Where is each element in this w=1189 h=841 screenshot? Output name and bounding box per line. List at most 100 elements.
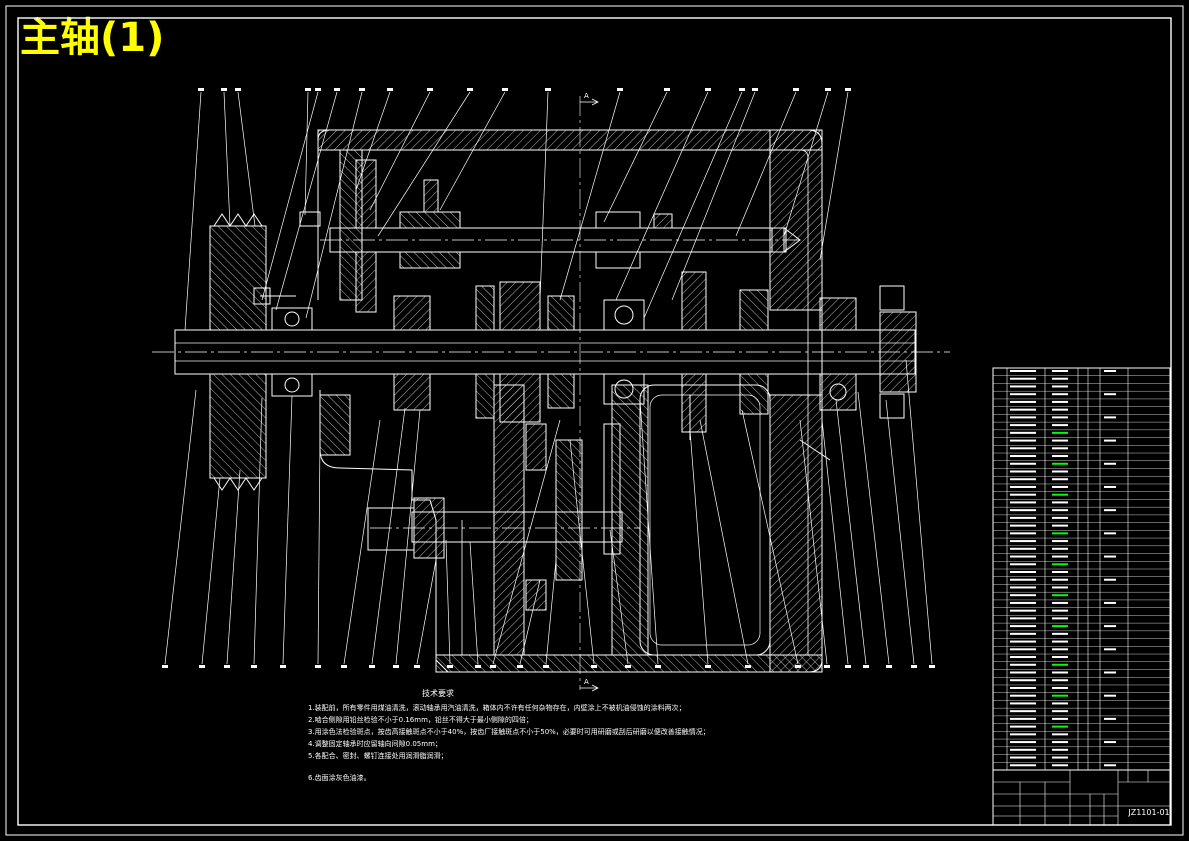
balloon-tick <box>414 665 420 668</box>
parts-row-mark <box>1052 524 1068 527</box>
balloon-tick <box>369 665 375 668</box>
parts-row-mark <box>1052 578 1068 581</box>
parts-row-mark <box>1052 640 1068 643</box>
parts-row-mark <box>1104 741 1116 744</box>
inner-border <box>17 17 1172 826</box>
housing-wall-right <box>769 129 823 311</box>
parts-row-mark <box>1104 509 1116 512</box>
parts-row-mark <box>1052 393 1068 396</box>
parts-row-mark <box>1010 640 1036 643</box>
balloon-tick <box>625 665 631 668</box>
parts-row-mark <box>1052 532 1068 535</box>
parts-row-mark <box>1052 756 1068 759</box>
balloon-tick <box>198 88 204 91</box>
parts-row-mark <box>1010 555 1036 558</box>
parts-row-mark <box>1052 540 1068 543</box>
parts-row-mark <box>1010 663 1036 666</box>
note-item-4: 4.调整固定轴承时应留轴向间隙0.05mm； <box>308 740 442 748</box>
parts-row-mark <box>1052 547 1068 550</box>
balloon-tick <box>387 88 393 91</box>
housing-wall-top <box>317 129 823 151</box>
parts-row-mark <box>1052 586 1068 589</box>
parts-row-mark <box>1010 601 1036 604</box>
parts-row-mark <box>1104 625 1116 628</box>
parts-row-mark <box>1010 702 1036 705</box>
parts-row-mark <box>1010 725 1036 728</box>
parts-row-mark <box>1052 493 1068 496</box>
bearings-main <box>271 297 857 411</box>
parts-row-mark <box>1104 717 1116 720</box>
balloon-tick <box>334 88 340 91</box>
pulley <box>209 213 267 491</box>
parts-row-mark <box>1052 424 1068 427</box>
balloon-tick <box>824 665 830 668</box>
parts-row-mark <box>1052 439 1068 442</box>
parts-row-mark <box>1010 470 1036 473</box>
section-mark-bottom: A <box>584 678 589 686</box>
parts-row-mark <box>1052 656 1068 659</box>
parts-row-mark <box>1010 671 1036 674</box>
parts-row-mark <box>1052 408 1068 411</box>
parts-row-mark <box>1010 385 1036 388</box>
housing-wall-right-lower <box>769 394 823 673</box>
parts-row-mark <box>1104 578 1116 581</box>
balloon-ticks <box>162 88 935 668</box>
parts-row-mark <box>1010 485 1036 488</box>
balloon-tick <box>705 88 711 91</box>
drawing-title: 主轴(1) <box>20 15 165 61</box>
parts-row-mark <box>1052 462 1068 465</box>
balloon-tick <box>845 88 851 91</box>
balloon-tick <box>739 88 745 91</box>
balloon-tick <box>886 665 892 668</box>
parts-row-mark <box>1052 501 1068 504</box>
balloon-tick <box>359 88 365 91</box>
parts-row-mark <box>1010 733 1036 736</box>
parts-row-mark <box>1052 478 1068 481</box>
parts-row-mark <box>1104 648 1116 651</box>
balloon-tick <box>911 665 917 668</box>
balloon-tick <box>845 665 851 668</box>
parts-row-mark <box>1010 586 1036 589</box>
parts-row-mark <box>1010 547 1036 550</box>
balloon-tick <box>517 665 523 668</box>
balloon-tick <box>655 665 661 668</box>
balloon-tick <box>341 665 347 668</box>
parts-row-mark <box>1104 555 1116 558</box>
balloon-tick <box>199 665 205 668</box>
parts-row-mark <box>1010 756 1036 759</box>
balloon-tick <box>221 88 227 91</box>
parts-row-mark <box>1010 748 1036 751</box>
parts-row-mark <box>1052 710 1068 713</box>
balloon-tick <box>315 665 321 668</box>
parts-row-mark <box>1010 416 1036 419</box>
balloon-tick <box>447 665 453 668</box>
balloon-tick <box>427 88 433 91</box>
parts-row-mark <box>1052 717 1068 720</box>
balloon-tick <box>545 88 551 91</box>
balloon-tick <box>235 88 241 91</box>
parts-row-mark <box>1052 609 1068 612</box>
parts-row-mark <box>1010 424 1036 427</box>
balloon-tick <box>664 88 670 91</box>
note-item-1: 1.装配前，所有零件用煤油清洗，滚动轴承用汽油清洗，箱体内不许有任何杂物存在，内… <box>308 704 686 712</box>
balloon-tick <box>305 88 311 91</box>
parts-row-mark <box>1010 524 1036 527</box>
parts-row-mark <box>1052 571 1068 573</box>
parts-row-mark <box>1052 725 1068 728</box>
note-item-3: 3.用涂色法检验斑点，按齿高接触斑点不小于40%，按齿厂接触斑点不小于50%，必… <box>308 728 710 736</box>
parts-row-mark <box>1104 694 1116 697</box>
parts-row-mark <box>1052 431 1068 434</box>
parts-row-mark <box>1010 764 1036 767</box>
parts-row-mark <box>1010 694 1036 697</box>
parts-row-mark <box>1104 416 1116 419</box>
balloon-tick <box>745 665 751 668</box>
parts-row-mark <box>1052 679 1068 682</box>
bulkhead-2 <box>611 384 649 656</box>
parts-list <box>992 367 1171 826</box>
notes-heading: 技术要求 <box>422 689 454 698</box>
parts-row-mark <box>1052 648 1068 651</box>
parts-row-mark <box>1052 447 1068 450</box>
balloon-tick <box>393 665 399 668</box>
parts-row-mark <box>1010 648 1036 651</box>
